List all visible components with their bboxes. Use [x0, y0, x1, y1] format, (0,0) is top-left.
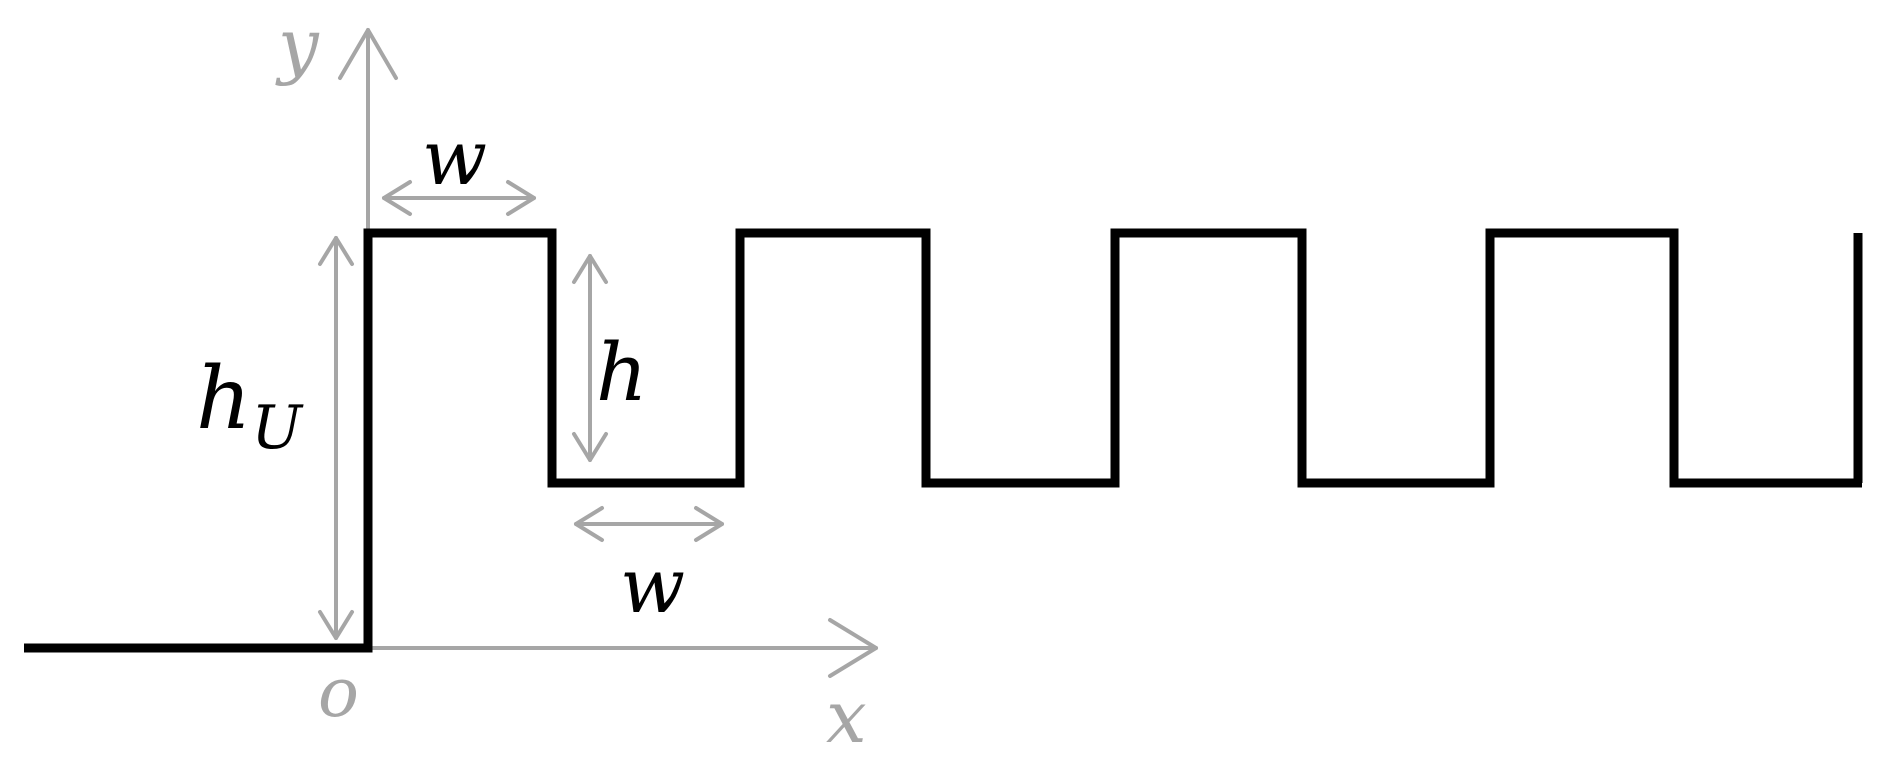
- width-top-arrow-left-head: [382, 180, 412, 216]
- axes: [338, 28, 878, 678]
- width-top-label: w: [422, 113, 487, 202]
- height-arrow-bottom-head: [572, 432, 608, 462]
- square-waveform: [24, 228, 1862, 653]
- dimension-arrows: [318, 180, 724, 640]
- width-bottom-arrow-right-head: [694, 506, 724, 542]
- height-upper-arrow-top-head: [318, 236, 354, 266]
- x-axis-label: x: [826, 675, 867, 759]
- height-upper-label-base: h: [196, 349, 251, 449]
- height-upper-arrow-bottom-head: [318, 610, 354, 640]
- height-arrow-top-head: [572, 254, 608, 284]
- width-bottom-label: w: [620, 541, 685, 630]
- origin-label: o: [318, 654, 359, 733]
- height-upper-label: hU: [196, 349, 304, 463]
- y-axis-label: y: [275, 3, 320, 87]
- labels: y x o w w h hU: [196, 3, 867, 759]
- x-axis-arrowhead: [828, 618, 878, 678]
- width-bottom-arrow-left-head: [574, 506, 604, 542]
- y-axis-arrowhead: [338, 28, 398, 80]
- height-label: h: [596, 326, 648, 419]
- width-top-arrow-right-head: [506, 180, 536, 216]
- height-upper-label-subscript: U: [251, 393, 304, 463]
